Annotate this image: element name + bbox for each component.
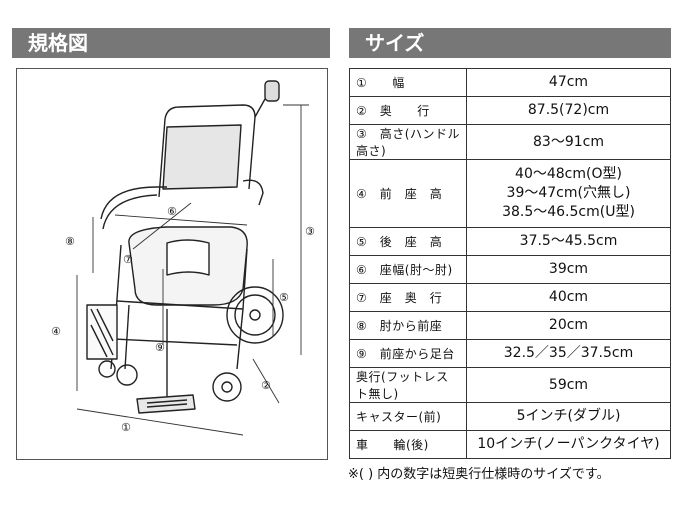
spec-label: 奥行(フットレスト無し) (349, 367, 467, 403)
dim-label-7: ⑦ (123, 253, 133, 266)
dim-label-3: ③ (305, 225, 315, 238)
spec-row: 奥行(フットレスト無し)59cm (349, 367, 671, 403)
spec-label: ③ 高さ(ハンドル高さ) (349, 124, 467, 160)
spec-label: ② 奥 行 (349, 96, 467, 125)
spec-label: ⑤ 後 座 高 (349, 227, 467, 256)
spec-value: 83〜91cm (466, 124, 671, 160)
spec-value: 5インチ(ダブル) (466, 402, 671, 431)
spec-value: 37.5〜45.5cm (466, 227, 671, 256)
spec-label: ⑨ 前座から足台 (349, 339, 467, 368)
dim-label-8: ⑧ (65, 235, 75, 248)
footnote: ※( ) 内の数字は短奥行仕様時のサイズです。 (348, 467, 610, 482)
spec-value: 32.5／35／37.5cm (466, 339, 671, 368)
spec-label: キャスター(前) (349, 402, 467, 431)
wheelchair-diagram: ① ② ③ ④ ⑤ ⑥ ⑦ ⑧ ⑨ (16, 68, 328, 460)
spec-label: ⑧ 肘から前座 (349, 311, 467, 340)
spec-value: 59cm (466, 367, 671, 403)
spec-value: 10インチ(ノーパンクタイヤ) (466, 430, 671, 459)
spec-label: ⑥ 座幅(肘〜肘) (349, 255, 467, 284)
dim-label-4: ④ (51, 325, 61, 338)
dim-label-6: ⑥ (167, 205, 177, 218)
spec-value: 47cm (466, 68, 671, 97)
spec-row: 車 輪(後)10インチ(ノーパンクタイヤ) (349, 430, 671, 459)
dim-label-1: ① (121, 421, 131, 434)
dim-label-2: ② (261, 379, 271, 392)
spec-row: キャスター(前)5インチ(ダブル) (349, 402, 671, 431)
spec-row: ⑥ 座幅(肘〜肘)39cm (349, 255, 671, 284)
dim-label-5: ⑤ (279, 291, 289, 304)
spec-value: 20cm (466, 311, 671, 340)
spec-label: 車 輪(後) (349, 430, 467, 459)
spec-label: ④ 前 座 高 (349, 159, 467, 228)
dim-label-9: ⑨ (155, 341, 165, 354)
wheelchair-drawing: ① ② ③ ④ ⑤ ⑥ ⑦ ⑧ ⑨ (51, 80, 315, 436)
spec-row: ③ 高さ(ハンドル高さ)83〜91cm (349, 124, 671, 160)
spec-value: 40cm (466, 283, 671, 312)
spec-value: 40〜48cm(O型) 39〜47cm(穴無し) 38.5〜46.5cm(U型) (466, 159, 671, 228)
spec-value: 87.5(72)cm (466, 96, 671, 125)
spec-value: 39cm (466, 255, 671, 284)
size-section-header: サイズ (349, 28, 671, 58)
spec-label: ① 幅 (349, 68, 467, 97)
diagram-section-header: 規格図 (12, 28, 330, 58)
spec-label: ⑦ 座 奥 行 (349, 283, 467, 312)
